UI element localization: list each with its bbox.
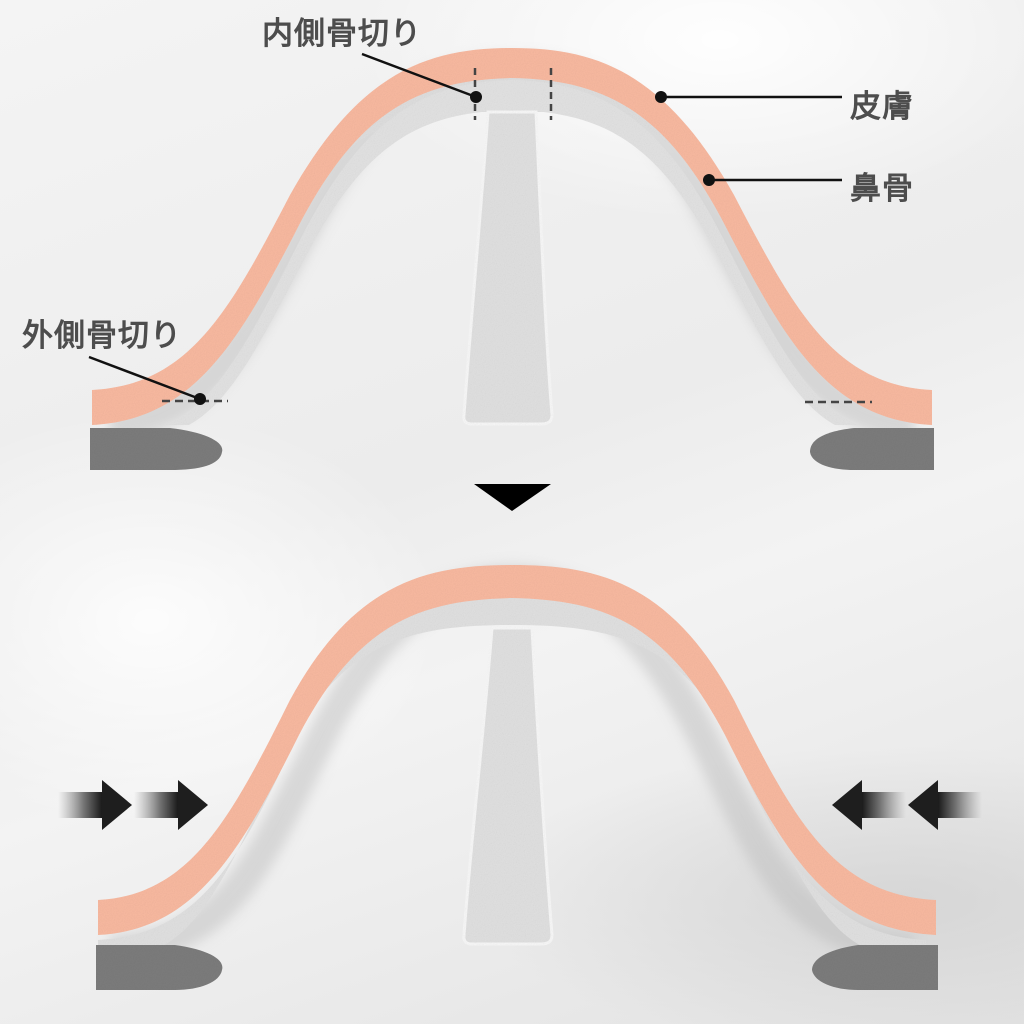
septum-before bbox=[462, 110, 554, 426]
nasal-bone-label: 鼻骨 bbox=[850, 171, 914, 207]
maxilla-left-before bbox=[90, 428, 223, 470]
skin-label: 皮膚 bbox=[850, 89, 914, 125]
arrow-left-icon bbox=[832, 780, 906, 830]
outer-osteotomy-label: 外側骨切り bbox=[22, 318, 182, 354]
inner-osteotomy-leader bbox=[361, 52, 482, 103]
arrow-left-icon bbox=[908, 780, 982, 830]
arrow-right-icon bbox=[58, 780, 132, 830]
maxilla-right-after bbox=[812, 945, 938, 990]
skin-leader bbox=[655, 91, 842, 103]
maxilla-right-before bbox=[810, 428, 934, 470]
triangle-down-icon bbox=[474, 484, 551, 511]
after-panel bbox=[58, 564, 982, 990]
arrow-right-icon bbox=[134, 780, 208, 830]
before-panel bbox=[88, 48, 934, 470]
nasal-bone-after bbox=[98, 595, 926, 950]
skin-layer-before bbox=[92, 48, 932, 425]
nasal-bone-leader bbox=[703, 174, 842, 186]
outer-osteotomy-leader bbox=[88, 355, 206, 405]
maxilla-left-after bbox=[96, 945, 223, 990]
inner-osteotomy-label: 内側骨切り bbox=[262, 16, 422, 52]
skin-layer-after bbox=[98, 565, 936, 935]
septum-after bbox=[462, 626, 554, 946]
